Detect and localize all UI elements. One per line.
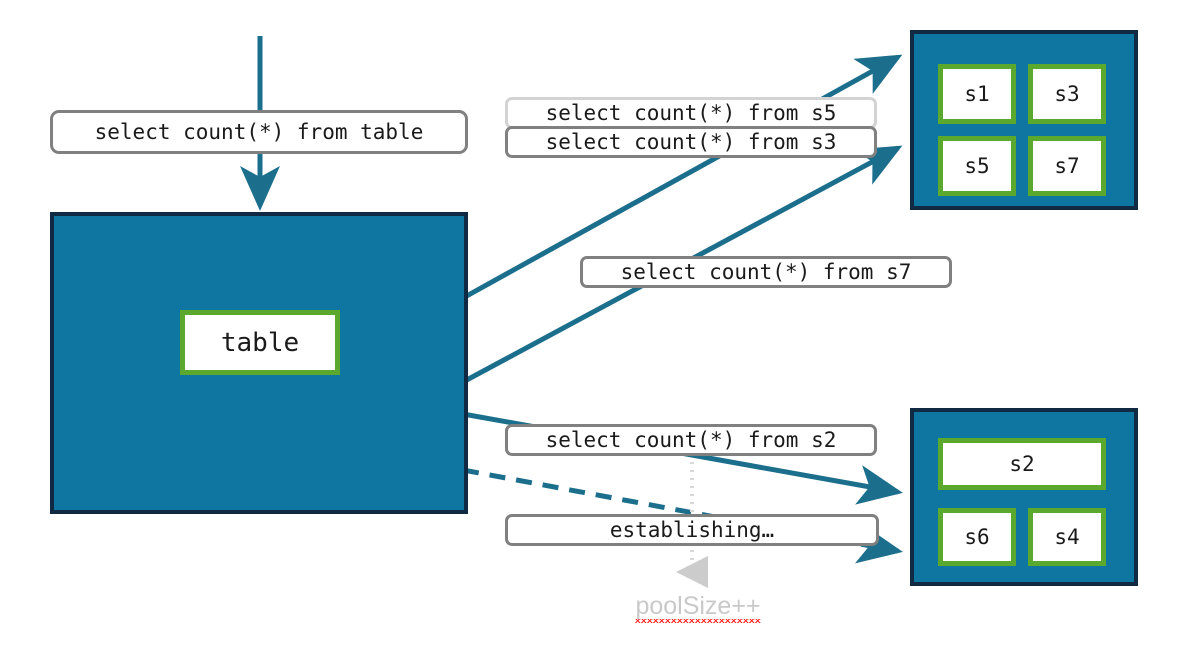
- session-node-s4-label: s4: [1054, 525, 1080, 549]
- query-label-table-text: select count(*) from table: [94, 120, 424, 144]
- session-node-s3[interactable]: s3: [1028, 64, 1106, 124]
- query-label-s5-text: select count(*) from s5: [545, 101, 837, 125]
- query-label-s7-text: select count(*) from s7: [620, 260, 912, 284]
- session-node-s1-label: s1: [964, 82, 990, 106]
- session-node-s7[interactable]: s7: [1028, 136, 1106, 196]
- session-node-s5-label: s5: [964, 154, 990, 178]
- query-label-s2[interactable]: select count(*) from s2: [505, 424, 877, 456]
- status-label-establishing[interactable]: establishing…: [505, 514, 879, 546]
- query-label-s3-text: select count(*) from s3: [545, 130, 837, 154]
- node-table-label: table: [220, 327, 300, 358]
- query-label-s3[interactable]: select count(*) from s3: [505, 126, 877, 158]
- query-label-table[interactable]: select count(*) from table: [50, 110, 468, 154]
- status-label-establishing-text: establishing…: [609, 518, 775, 542]
- annotation-poolsize-text: poolSize++: [635, 592, 761, 623]
- session-node-s6[interactable]: s6: [938, 508, 1016, 566]
- query-label-s5[interactable]: select count(*) from s5: [505, 97, 877, 129]
- session-node-s1[interactable]: s1: [938, 64, 1016, 124]
- annotation-poolsize: poolSize++: [598, 592, 798, 623]
- session-node-s7-label: s7: [1054, 154, 1080, 178]
- session-node-s3-label: s3: [1054, 82, 1080, 106]
- query-label-s2-text: select count(*) from s2: [545, 428, 837, 452]
- session-node-s4[interactable]: s4: [1028, 508, 1106, 566]
- query-label-s7[interactable]: select count(*) from s7: [580, 256, 952, 288]
- session-node-s2-label: s2: [1009, 452, 1035, 476]
- session-node-s2[interactable]: s2: [938, 438, 1106, 490]
- node-table[interactable]: table: [180, 310, 340, 375]
- session-node-s5[interactable]: s5: [938, 136, 1016, 196]
- session-node-s6-label: s6: [964, 525, 990, 549]
